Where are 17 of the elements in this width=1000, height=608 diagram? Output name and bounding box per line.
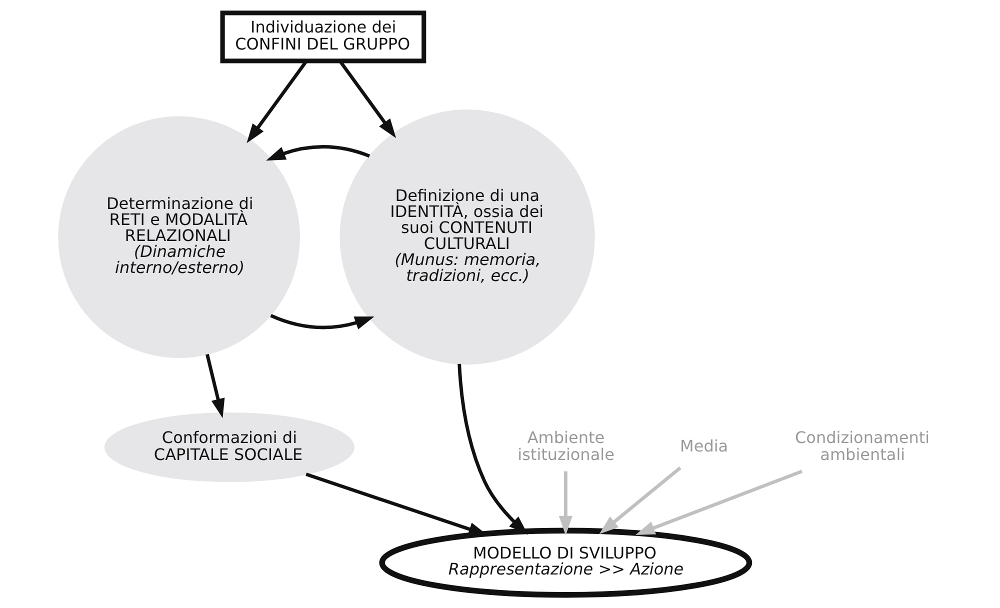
node-text: Ambiente istituzionale bbox=[518, 428, 614, 464]
node-circle: Determinazione di RETI e MODALITÀ RELAZIONALI (Dinamiche interno/esterno) bbox=[58, 116, 300, 358]
node-ellipse: MODELLO DI SVILUPPO Rappresentazione >> Azione bbox=[379, 528, 752, 598]
node-ellipse: Conformazioni di CAPITALE SOCIALE bbox=[104, 412, 354, 482]
arrow bbox=[558, 471, 572, 536]
arrow bbox=[458, 364, 528, 535]
arrow bbox=[635, 470, 803, 535]
node-text: Media bbox=[680, 436, 728, 456]
arrow bbox=[599, 466, 682, 534]
arrow bbox=[270, 314, 374, 330]
node-text: Condizionamenti ambientali bbox=[795, 428, 930, 464]
arrow bbox=[246, 60, 308, 144]
node-box: Individuazione dei CONFINI DEL GRUPPO bbox=[220, 10, 426, 64]
arrow bbox=[338, 60, 396, 138]
arrow bbox=[206, 354, 225, 418]
arrow bbox=[266, 145, 370, 161]
node-circle: Definizione di una IDENTITÀ, ossia dei suoi CONTENUTI CULTURALI (Munus: memoria, tradizioni, ecc.) bbox=[340, 110, 595, 365]
